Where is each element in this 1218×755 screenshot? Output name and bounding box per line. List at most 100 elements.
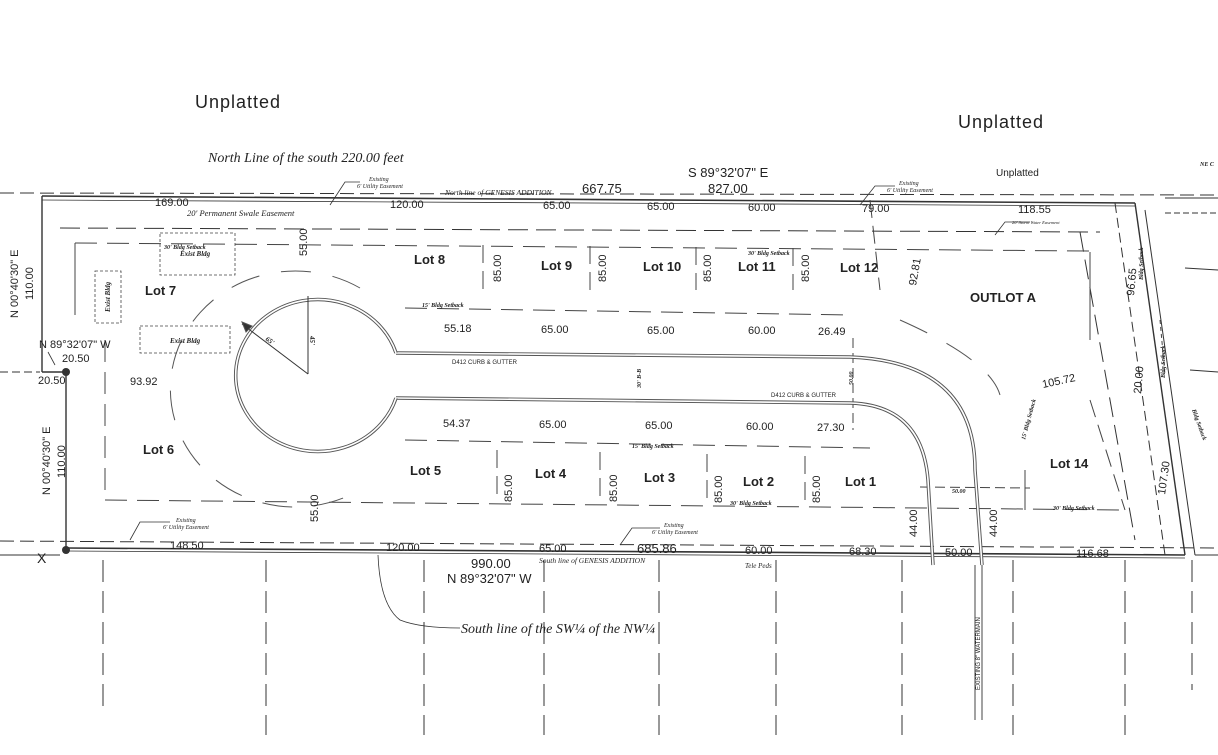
outlot-a: OUTLOT A: [970, 290, 1037, 305]
lot-14: Lot 14: [1050, 456, 1089, 471]
total-south-a: 990.00: [471, 556, 511, 571]
road-dim-a: 50.00: [952, 489, 966, 495]
lot-7: Lot 7: [145, 283, 176, 298]
storm-easement-label: 20' Storm Water Easement: [1012, 220, 1060, 225]
inner-south-2: 65.00: [645, 420, 673, 432]
south-seg-3: 60.00: [745, 545, 773, 557]
south-seg-5: 50.00: [945, 547, 973, 559]
watermain-label: EXISTING 8" WATERMAIN: [976, 617, 982, 690]
unplatted-label-right: Unplatted: [958, 112, 1044, 132]
north-genesis-label: North line of GENESIS ADDITION: [444, 188, 553, 197]
utility-easement-1b: 6' Utility Easement: [357, 184, 403, 190]
lot-9: Lot 9: [541, 258, 572, 273]
setback-15-east: 15' Bldg Setback: [1021, 399, 1038, 441]
south-seg-1: 120.00: [386, 542, 420, 554]
monument-north: [62, 368, 70, 376]
inner-north-3: 60.00: [748, 325, 776, 337]
east-width-a: 96.65: [1125, 268, 1139, 296]
west-top-length: 110.00: [24, 267, 36, 300]
north-depth-1: 85.00: [492, 254, 504, 282]
north-segment-dims: 169.00 120.00 65.00 65.00 60.00 79.00 11…: [155, 197, 1051, 216]
lot-3: Lot 3: [644, 470, 675, 485]
north-depth-0: 55.00: [298, 228, 310, 256]
curb-label-2: D412 CURB & GUTTER: [771, 393, 837, 399]
lot-lines: [74, 199, 1166, 511]
inner-north-2: 65.00: [647, 325, 675, 337]
north-seg-3: 65.00: [647, 201, 675, 213]
leader-lines: [47, 181, 1030, 629]
marker-x: X: [37, 550, 47, 566]
south-line-label: South line of the SW¼ of the NW¼: [461, 622, 656, 637]
bearing-jog: N 89°32'07" W: [39, 339, 111, 351]
setback-east-c: Bldg Setback: [1190, 408, 1207, 442]
setback-east-a: Bldg Setback: [1139, 248, 1145, 282]
north-depth-5: 92.81: [907, 257, 924, 286]
total-north-a: 667.75: [582, 181, 622, 196]
east-width-c: 107.30: [1156, 460, 1173, 495]
inner-north-1: 65.00: [541, 324, 569, 336]
curb-label-1: D412 CURB & GUTTER: [452, 360, 518, 366]
bearing-west-top: N 00°40'30" E: [9, 249, 21, 318]
inner-south-1: 65.00: [539, 419, 567, 431]
south-seg-4: 68.30: [849, 546, 877, 558]
corner-ne-label: NE C: [1199, 162, 1215, 168]
south-depth-dims: 55.00 85.00 85.00 85.00 85.00: [309, 474, 823, 522]
south-segment-dims: 148.50 120.00 65.00 60.00 68.30 50.00 11…: [170, 540, 1109, 560]
road-width-b: 44.00: [988, 509, 1000, 537]
setback-30-north: 30' Bldg Setback: [747, 251, 790, 257]
unplatted-label-left: Unplatted: [195, 92, 281, 112]
south-depth-2: 85.00: [608, 474, 620, 502]
monument-south: [62, 546, 70, 554]
south-seg-6: 116.68: [1076, 548, 1109, 560]
watermain: [974, 565, 983, 720]
exist-bldg-west: Exist Bldg: [104, 281, 112, 313]
radius-b: 45': [308, 335, 316, 345]
south-genesis-label: South line of GENESIS ADDITION: [539, 556, 646, 565]
setback-30-nw: 30' Bldg Setback: [163, 245, 206, 251]
north-line-label: North Line of the south 220.00 feet: [207, 151, 405, 166]
lot-8: Lot 8: [414, 252, 445, 267]
inner-north-dims: 55.18 65.00 65.00 60.00 26.49: [444, 323, 846, 338]
bearing-west-bottom: N 00°40'30" E: [41, 426, 53, 495]
west-bottom-length: 110.00: [56, 445, 68, 478]
lot-12: Lot 12: [840, 260, 878, 275]
south-depth-3: 85.00: [713, 475, 725, 503]
north-seg-0: 169.00: [155, 197, 189, 209]
setback-30-south: 30' Bldg Setback: [729, 501, 772, 507]
south-seg-2: 65.00: [539, 543, 567, 555]
monuments: [62, 368, 70, 554]
existing-buildings: [94, 232, 236, 354]
utility-easement-4a: Existing: [663, 523, 684, 529]
utility-easement-2b: 6' Utility Easement: [887, 188, 933, 194]
inner-south-4: 27.30: [817, 422, 845, 434]
total-south-b: 685.86: [637, 541, 677, 556]
lot-5: Lot 5: [410, 463, 441, 478]
lot-names: Lot 1 Lot 2 Lot 3 Lot 4 Lot 5 Lot 6 Lot …: [143, 252, 1089, 489]
setback-15-north: 15' Bldg Setback: [422, 303, 464, 309]
lot7-edge-dim: 93.92: [130, 376, 158, 388]
jog-a: 20.50: [62, 353, 90, 365]
north-seg-4: 60.00: [748, 202, 776, 214]
utility-easement-2a: Existing: [898, 181, 919, 187]
outlot-edge-dim: 105.72: [1041, 372, 1076, 391]
utility-easement-3a: Existing: [175, 518, 196, 524]
inner-south-dims: 54.37 65.00 65.00 60.00 27.30: [443, 418, 845, 434]
bearing-south: N 89°32'07" W: [447, 571, 532, 586]
boundary-lines: [0, 192, 1218, 559]
north-seg-1: 120.00: [390, 199, 424, 211]
utility-easement-1a: Existing: [368, 177, 389, 183]
north-seg-6: 118.55: [1018, 204, 1051, 216]
inner-south-3: 60.00: [746, 421, 774, 433]
lot-1: Lot 1: [845, 474, 876, 489]
north-seg-2: 65.00: [543, 200, 571, 212]
lot-10: Lot 10: [643, 259, 681, 274]
utility-easement-4b: 6' Utility Easement: [652, 530, 698, 536]
north-depth-4: 85.00: [800, 254, 812, 282]
inner-north-4: 26.49: [818, 326, 846, 338]
unplatted-label-small: Unplatted: [996, 168, 1039, 179]
swale-easement-label: 20' Permanent Swale Easement: [187, 208, 295, 218]
setback-east-b: Bldg Setback: [1161, 346, 1167, 380]
south-seg-0: 148.50: [170, 540, 204, 552]
lot-4: Lot 4: [535, 466, 567, 481]
